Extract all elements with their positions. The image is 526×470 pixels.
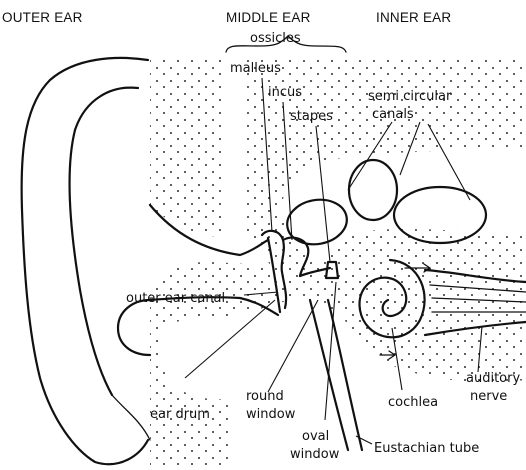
auditory-nerve-label-line2: nerve xyxy=(470,389,507,404)
outer-ear-canal-label: outer ear canal xyxy=(126,291,225,306)
round-window-label-line2: window xyxy=(246,407,296,422)
outer-ear-header: OUTER EAR xyxy=(2,10,83,25)
semicircular-label-line1: semi circular xyxy=(368,89,452,104)
pinna-outline xyxy=(22,58,148,464)
eustachian-tube-pointer xyxy=(356,436,372,444)
malleus-label: malleus xyxy=(230,61,281,76)
incus-label: incus xyxy=(268,85,302,100)
oval-window-label-line1: oval xyxy=(302,429,329,444)
semicircular-label-line2: canals xyxy=(372,107,414,122)
cochlea-label: cochlea xyxy=(388,395,438,410)
inner-ear-header: INNER EAR xyxy=(376,10,451,25)
canal-loop-top xyxy=(349,160,397,220)
round-window-label-line1: round xyxy=(246,389,284,404)
ossicles-label: ossicles xyxy=(250,31,301,46)
auditory-nerve-label-line1: auditory xyxy=(466,371,520,386)
stapes-label: stapes xyxy=(290,109,333,124)
oval-window-label-line2: window xyxy=(290,447,340,462)
canal-loop-left xyxy=(284,195,351,249)
pinna xyxy=(22,58,150,464)
tragus xyxy=(118,300,150,355)
concha-fold xyxy=(112,395,150,440)
middle-ear-header: MIDDLE EAR xyxy=(226,10,311,25)
eustachian-tube-label: Eustachian tube xyxy=(374,441,479,456)
ear-drum-label: ear drum xyxy=(150,407,210,422)
